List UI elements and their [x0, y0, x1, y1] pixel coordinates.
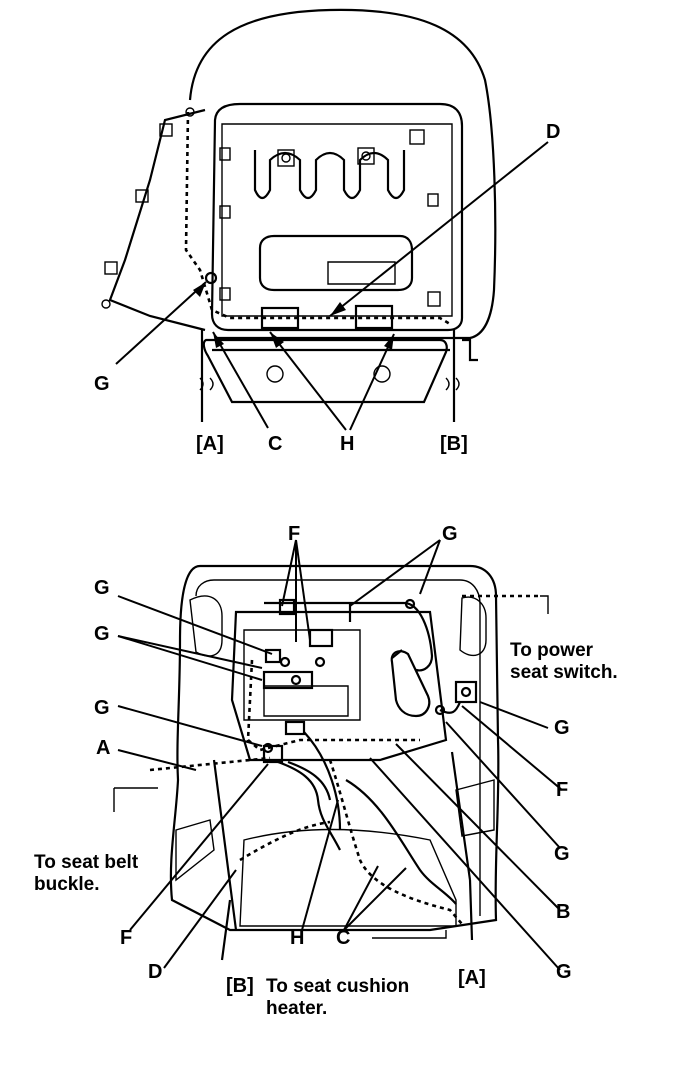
- spring-zigzag: [253, 150, 406, 200]
- label-g-right: G: [554, 717, 570, 739]
- label-g-top: G: [442, 523, 458, 545]
- label-g-left2: G: [94, 623, 110, 645]
- retainer-h-right: [354, 304, 394, 330]
- seat-motor: [390, 650, 431, 718]
- note-power-seat-1: To power: [510, 640, 594, 661]
- label-bracket-b-bottom: [B]: [226, 975, 254, 997]
- label-bracket-a: [A]: [196, 433, 224, 455]
- note-power-seat-2: seat switch.: [510, 662, 618, 683]
- label-a: A: [96, 737, 110, 759]
- harness-dashed: [246, 659, 420, 752]
- label-h: H: [340, 433, 354, 455]
- harness-main: [264, 601, 434, 672]
- note-heater-2: heater.: [266, 998, 327, 1019]
- label-bracket-a-bottom: [A]: [458, 967, 486, 989]
- label-d: D: [546, 121, 560, 143]
- connector-f-left: [262, 744, 284, 764]
- connector-g-right: [454, 680, 478, 704]
- seat-back-cushion: [188, 8, 497, 340]
- seat-back-frame: [210, 102, 464, 332]
- label-c-bottom: C: [336, 927, 350, 949]
- harness-top: [184, 111, 451, 326]
- label-f-bottom: F: [120, 927, 132, 949]
- seat-cushion-view: [113, 539, 563, 971]
- label-h-bottom: H: [290, 927, 304, 949]
- label-c: C: [268, 433, 282, 455]
- label-g: G: [94, 373, 110, 395]
- label-bracket-b: [B]: [440, 433, 468, 455]
- retainer-h-left: [260, 306, 300, 330]
- note-belt-1: To seat belt: [34, 852, 139, 873]
- label-f-right: F: [556, 779, 568, 801]
- label-b: B: [556, 901, 570, 923]
- note-heater-1: To seat cushion: [266, 976, 409, 997]
- label-d-bottom: D: [148, 961, 162, 983]
- seat-frame: [230, 610, 448, 762]
- seat-back-view: [101, 8, 549, 431]
- seat-cushion-outline: [169, 564, 500, 932]
- connector-g: [204, 271, 218, 285]
- note-belt-2: buckle.: [34, 874, 99, 895]
- label-g-left1: G: [94, 577, 110, 599]
- label-f-top: F: [288, 523, 300, 545]
- lower-bracket: [202, 338, 448, 404]
- label-g-right2: G: [554, 843, 570, 865]
- label-g-left3: G: [94, 697, 110, 719]
- side-flap: [108, 108, 206, 332]
- label-g-bottom: G: [556, 961, 572, 983]
